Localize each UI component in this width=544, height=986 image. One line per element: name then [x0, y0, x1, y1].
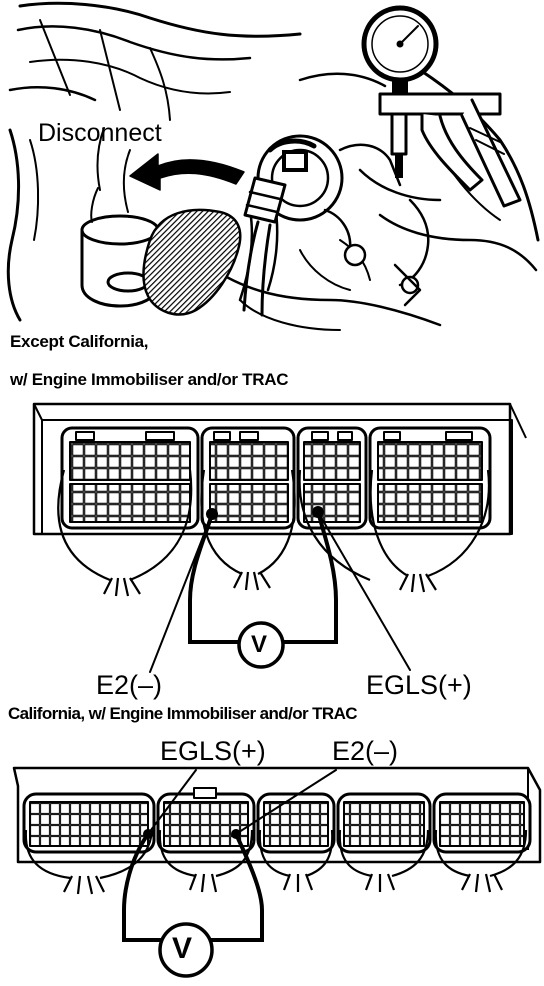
upper-lead-egls [282, 510, 338, 644]
caption-except-california: Except California, [10, 332, 149, 351]
lower-egls-label: EGLS(+) [160, 736, 266, 766]
ecu-upper-connector-1 [60, 426, 200, 530]
ecu-except-california [32, 402, 527, 597]
upper-pointer-e2 [149, 513, 213, 673]
ecu-california [12, 766, 542, 895]
upper-pointer-egls [317, 511, 411, 671]
upper-test-circuit [149, 506, 411, 673]
lower-lead-e2 [208, 832, 264, 942]
upper-voltmeter-letter: V [251, 631, 268, 658]
lower-e2-label: E2(–) [332, 736, 399, 766]
ecu-lower-connector-2 [156, 787, 256, 854]
disconnect-arrow [129, 153, 245, 191]
caption-california: California, w/ Engine Immobiliser and/or… [8, 704, 358, 723]
ecu-lower-connector-5 [432, 792, 532, 854]
upper-voltmeter [237, 621, 285, 669]
ecu-upper-connector-3 [296, 426, 368, 530]
lower-test-circuit [122, 769, 337, 978]
ecu-lower-connector-4 [336, 792, 432, 854]
lower-voltmeter [158, 922, 214, 978]
upper-e2-label: E2(–) [96, 670, 163, 700]
ecu-upper-connector-4 [368, 426, 492, 530]
lower-voltmeter-letter: V [172, 932, 193, 965]
ecu-lower-connector-3 [256, 792, 336, 854]
vacuum-gauge [361, 5, 522, 208]
upper-egls-label: EGLS(+) [366, 670, 472, 700]
lower-pointer-e2 [235, 769, 337, 835]
lower-lead-egls [122, 832, 162, 942]
disconnect-label: Disconnect [38, 119, 162, 147]
caption-except-california-conditions: w/ Engine Immobiliser and/or TRAC [10, 370, 289, 389]
ecu-lower-connector-1 [22, 792, 156, 854]
lower-pointer-egls [147, 769, 197, 835]
